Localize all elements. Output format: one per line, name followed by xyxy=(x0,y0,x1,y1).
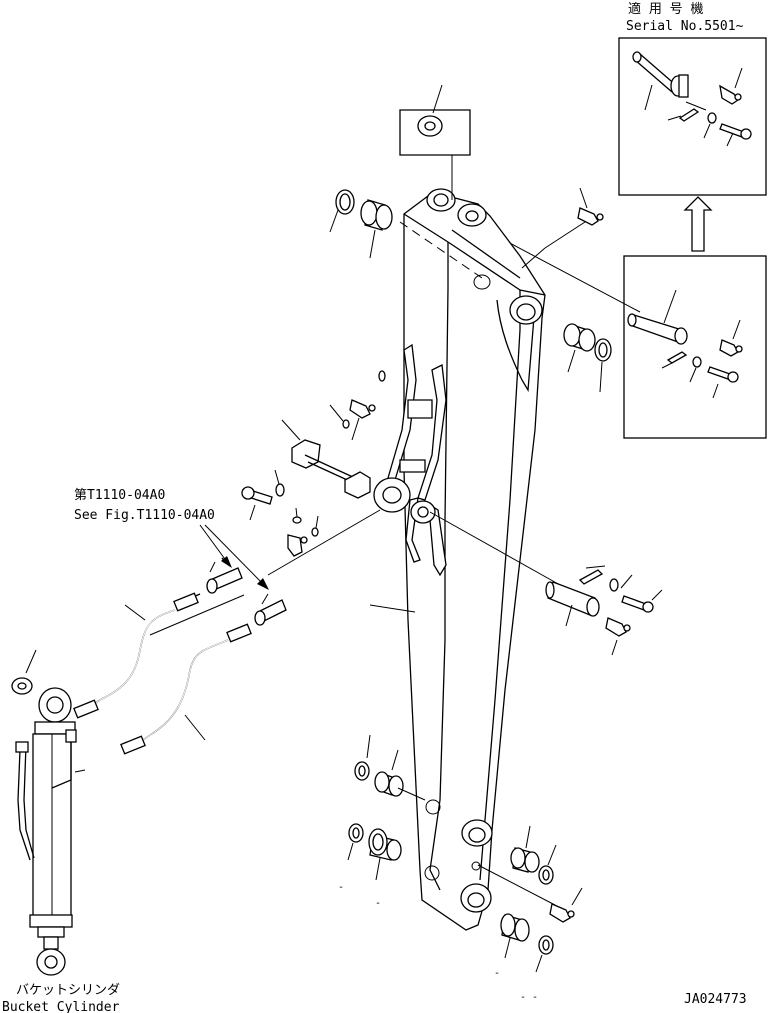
inset-plate-lower xyxy=(661,351,688,369)
dash-mark-1: - xyxy=(338,882,344,893)
bracket-leader xyxy=(267,509,381,576)
top-grease-fitting xyxy=(521,187,604,269)
head-bushing-right xyxy=(563,323,596,373)
cylinder-pin-bolt xyxy=(621,589,663,613)
inset-arrow xyxy=(683,196,713,252)
grease-fitting-mid xyxy=(329,370,386,441)
inset-grease-fitting xyxy=(719,67,743,105)
dash-mark-4: - - xyxy=(520,992,538,1003)
elbow-fitting xyxy=(287,515,319,557)
reference-en: See Fig.T1110-04A0 xyxy=(74,508,215,523)
bucket-cylinder xyxy=(11,649,86,976)
pin-inset xyxy=(623,255,767,439)
applicable-label: 適 用 号 機 xyxy=(628,1,703,17)
inset-pin xyxy=(632,51,689,111)
bucket-cylinder-label-jp: バケットシリンダ xyxy=(16,983,120,998)
bracket-shim xyxy=(292,507,302,524)
inset-washer xyxy=(703,112,717,139)
inset-grease-lower xyxy=(719,319,743,357)
bucket-cylinder-label-en: Bucket Cylinder xyxy=(2,1000,120,1013)
inset-plate xyxy=(667,101,707,122)
hose-leader xyxy=(149,594,245,636)
head-seal-right xyxy=(594,338,612,393)
inset-box-lower xyxy=(623,255,767,439)
serial-label: Serial No.5501~ xyxy=(626,19,744,34)
figure-reference: 第T1110-04A0 See Fig.T1110-04A0 xyxy=(74,488,269,590)
dash-mark-3: - xyxy=(494,968,500,979)
serial-inset: 適 用 号 機 Serial No.5501~ xyxy=(618,1,767,196)
inset-washer-lower xyxy=(689,356,702,383)
arm-body xyxy=(369,188,546,931)
cylinder-pin-grease xyxy=(605,617,631,656)
inset-box-top xyxy=(618,37,767,196)
cylinder-pin-plate xyxy=(578,565,606,585)
bracket-bolt xyxy=(241,486,273,521)
stopper-block xyxy=(281,419,371,499)
bottom-right-bushing-upper xyxy=(510,825,540,873)
cylinder-pin xyxy=(429,511,600,627)
bracket-washer xyxy=(274,469,285,497)
bottom-grease-fitting xyxy=(477,864,583,923)
hose-adapter-lower xyxy=(254,593,287,626)
lower-seal-upper xyxy=(354,734,371,781)
top-shim xyxy=(399,84,471,200)
inset-bolt xyxy=(719,123,752,147)
lower-bushing-upper xyxy=(374,749,426,801)
top-seal-ring xyxy=(329,189,355,233)
bottom-right-seal-upper xyxy=(538,844,557,885)
bottom-right-bushing-lower xyxy=(500,913,530,959)
bottom-right-seal-lower xyxy=(535,935,554,973)
hose-adapter-upper xyxy=(206,561,243,594)
hose-upper xyxy=(73,592,201,719)
inset-bolt-lower xyxy=(707,366,739,399)
cylinder-bracket xyxy=(373,343,447,577)
lower-seal-lower xyxy=(347,823,364,861)
reference-jp: 第T1110-04A0 xyxy=(74,488,165,503)
lower-bushing-flanged xyxy=(368,828,402,881)
inset-pin-lower xyxy=(627,289,688,345)
cylinder-pin-washer xyxy=(609,574,633,592)
hose-lower xyxy=(120,623,252,755)
top-bushing xyxy=(360,199,393,259)
figure-code: JA024773 xyxy=(684,992,747,1007)
dash-mark-2: - xyxy=(375,898,381,909)
